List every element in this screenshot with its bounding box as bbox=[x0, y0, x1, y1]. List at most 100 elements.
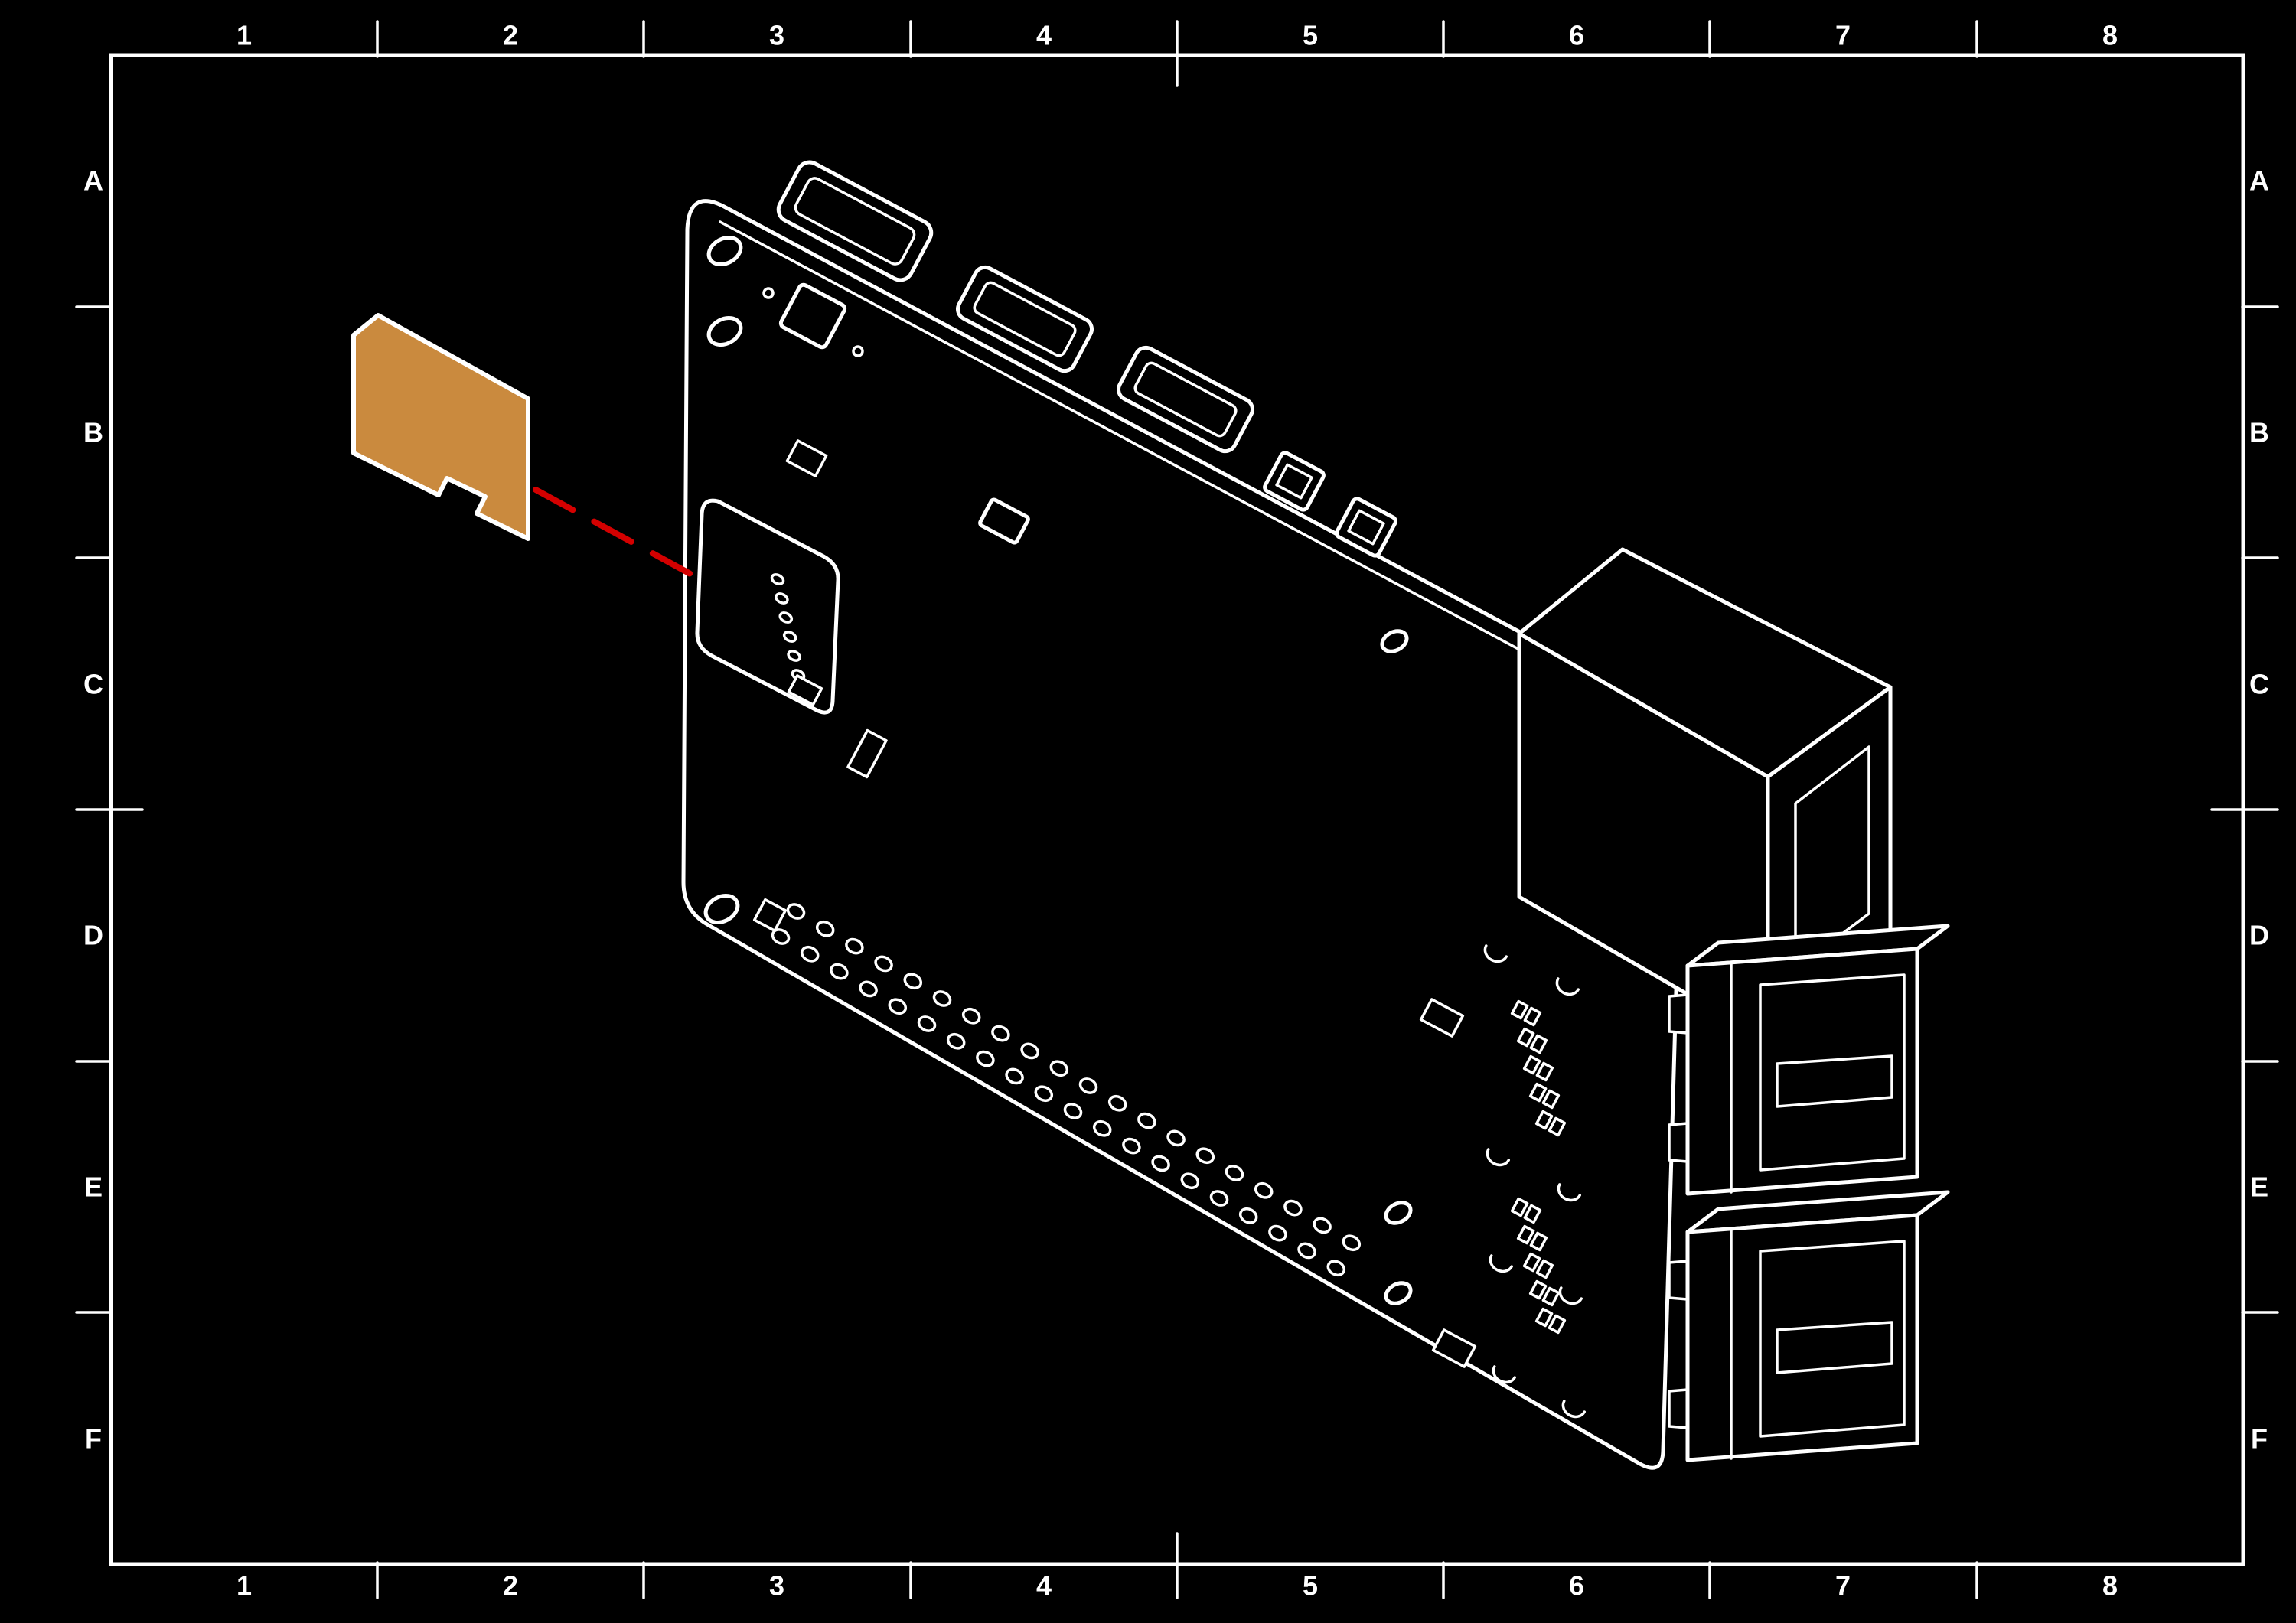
smd-pad bbox=[1541, 1089, 1561, 1110]
microsd-slot-latch bbox=[787, 674, 823, 706]
smd-component bbox=[1534, 1307, 1567, 1335]
hdmi-connector bbox=[1117, 345, 1254, 454]
smd-pad bbox=[1516, 1027, 1535, 1048]
usb-port-stack-2 bbox=[1669, 1192, 1948, 1460]
grid-col-label: 7 bbox=[1835, 20, 1851, 51]
gpio-pin-hole bbox=[815, 920, 835, 937]
power-connector bbox=[1335, 497, 1397, 558]
usb-mount-tab bbox=[1668, 993, 1689, 1035]
gpio-pin-hole bbox=[874, 955, 893, 973]
usb-tongue bbox=[1776, 1054, 1893, 1108]
ethernet-socket-opening bbox=[1794, 745, 1870, 970]
gpio-pin-hole bbox=[1180, 1172, 1200, 1190]
gpio-pin-hole bbox=[1238, 1207, 1258, 1224]
smd-chip bbox=[785, 439, 828, 477]
gpio-pin-hole bbox=[1225, 1165, 1244, 1181]
smd-component bbox=[1510, 999, 1542, 1027]
gpio-pin-hole bbox=[888, 998, 908, 1015]
gpio-pin-hole bbox=[1326, 1260, 1346, 1277]
gpio-pin-hole bbox=[903, 973, 923, 990]
gpio-pin-hole bbox=[1049, 1060, 1069, 1077]
smd-pad bbox=[1528, 1279, 1548, 1300]
usb-port-stack bbox=[1668, 924, 1950, 1196]
sd-contact-finger bbox=[770, 573, 785, 585]
grid-row-label: E bbox=[84, 1172, 103, 1203]
grid-row-label: F bbox=[85, 1423, 102, 1455]
smd-component bbox=[1522, 1252, 1554, 1279]
smd-component bbox=[1516, 1027, 1548, 1054]
grid-col-label: 2 bbox=[503, 20, 518, 51]
gpio-pin-hole bbox=[1268, 1224, 1287, 1242]
microsd-card bbox=[351, 313, 530, 541]
solder-hook bbox=[1558, 1286, 1583, 1305]
gpio-pin-hole bbox=[786, 903, 806, 920]
gpio-pin-hole bbox=[917, 1015, 937, 1032]
hdmi-connector bbox=[956, 265, 1094, 373]
smd-chip bbox=[978, 497, 1030, 545]
grid-col-label: 5 bbox=[1303, 1570, 1318, 1602]
gpio-pin-hole bbox=[1195, 1147, 1215, 1165]
smd-pad bbox=[1528, 1082, 1548, 1103]
gpio-pin-hole bbox=[1254, 1181, 1274, 1199]
grid-col-label: 1 bbox=[236, 20, 252, 51]
gpio-pin-hole bbox=[845, 937, 864, 955]
gpio-pin-hole bbox=[800, 945, 820, 963]
smd-pad bbox=[1510, 1197, 1529, 1217]
gpio-pin-hole bbox=[991, 1025, 1010, 1042]
grid-row-label: C bbox=[2249, 669, 2269, 700]
gpio-pin-hole bbox=[1151, 1155, 1170, 1172]
grid-col-label: 2 bbox=[503, 1570, 518, 1602]
grid-row-label: D bbox=[83, 920, 103, 951]
smd-pad bbox=[1548, 1116, 1567, 1137]
usb-mount-tab bbox=[1668, 1122, 1689, 1163]
smd-pad bbox=[1534, 1110, 1554, 1130]
smd-pad bbox=[1522, 1252, 1541, 1273]
gpio-pin-hole bbox=[932, 990, 952, 1007]
grid-row-label: A bbox=[83, 165, 103, 197]
smd-pad bbox=[1548, 1314, 1567, 1335]
smd-pad bbox=[1522, 1054, 1541, 1075]
gpio-pin-hole bbox=[1342, 1234, 1362, 1252]
power-connector bbox=[1263, 451, 1326, 512]
microsd-slot-contacts bbox=[770, 573, 806, 681]
gpio-pin-hole bbox=[1078, 1077, 1098, 1094]
grid-col-label: 4 bbox=[1036, 1570, 1052, 1602]
grid-ticks bbox=[75, 20, 2279, 1599]
fiducial-dot bbox=[762, 287, 775, 299]
grid-col-label: 5 bbox=[1303, 20, 1318, 51]
smd-pad bbox=[1535, 1259, 1554, 1279]
gpio-pin-hole bbox=[946, 1032, 966, 1050]
pcb-edge-thickness-line bbox=[719, 220, 1647, 719]
smd-component bbox=[1528, 1279, 1561, 1307]
grid-row-label: C bbox=[83, 669, 103, 700]
solder-hook bbox=[1561, 1400, 1586, 1419]
smd-component bbox=[1534, 1110, 1567, 1137]
via-hole bbox=[1380, 629, 1409, 653]
sd-contact-finger bbox=[782, 631, 797, 643]
gpio-pin-hole bbox=[1122, 1137, 1141, 1155]
solder-hook bbox=[1557, 1183, 1581, 1202]
grid-col-label: 1 bbox=[236, 1570, 252, 1602]
grid-row-label: A bbox=[2249, 165, 2269, 197]
grid-col-label: 8 bbox=[2102, 1570, 2118, 1602]
grid-col-label: 6 bbox=[1569, 1570, 1584, 1602]
gpio-pin-hole bbox=[1137, 1112, 1156, 1129]
sd-contact-finger bbox=[787, 650, 801, 662]
smd-component bbox=[1522, 1054, 1554, 1082]
fiducial-dot bbox=[852, 345, 864, 357]
grid-col-label: 7 bbox=[1835, 1570, 1851, 1602]
camera-connector bbox=[776, 160, 934, 282]
gpio-pin-hole bbox=[976, 1050, 995, 1067]
via-hole bbox=[1384, 1201, 1413, 1225]
microsd-card-group bbox=[351, 313, 703, 582]
smd-component bbox=[1510, 1197, 1542, 1224]
soc-chip bbox=[778, 282, 847, 350]
grid-col-label: 8 bbox=[2102, 20, 2118, 51]
leader-line bbox=[533, 487, 703, 582]
gpio-pin-hole bbox=[1034, 1085, 1054, 1103]
grid-col-label: 6 bbox=[1569, 20, 1584, 51]
pcb-board bbox=[681, 160, 1950, 1470]
grid-row-label: B bbox=[2249, 417, 2269, 448]
